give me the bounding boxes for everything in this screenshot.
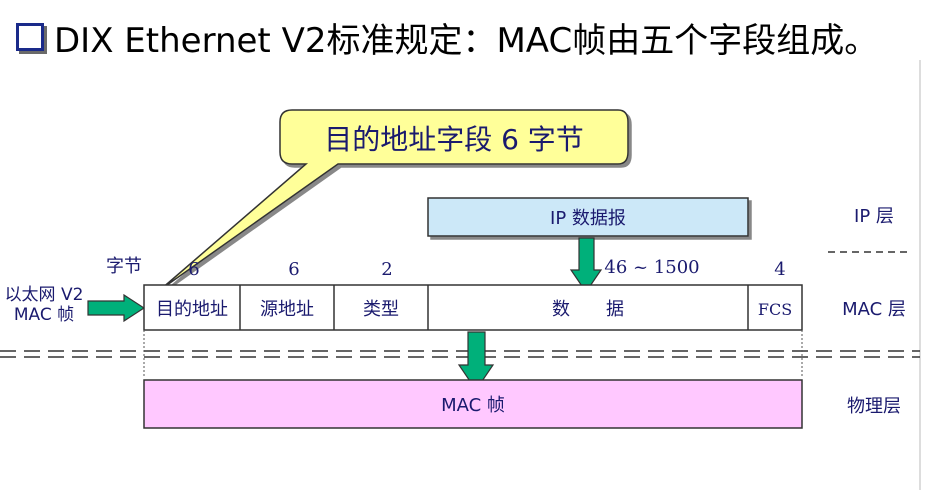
field-bytes-dest: 6 [188,259,199,280]
physical-frame-box [143,379,803,429]
page-title: DIX Ethernet V2标准规定：MAC帧由五个字段组成。 [54,20,879,61]
callout-text: 目的地址字段 6 字节 [324,123,584,156]
field-src-address: 源地址 [260,299,314,320]
physical-frame-label: MAC 帧 [441,395,505,416]
layer-ip-label: IP 层 [854,206,894,227]
field-dest-address: 目的地址 [156,299,228,320]
bytes-label: 字节 [106,256,142,277]
checkbox-bullet-icon [16,23,44,51]
ip-datagram-label: IP 数据报 [550,208,626,229]
frame-label-line2: MAC 帧 [14,305,74,325]
frame-label-line1: 以太网 V2 [5,285,84,305]
field-type: 类型 [363,299,399,320]
field-bytes-data: 46 ~ 1500 [604,257,699,278]
mac-frame: 目的地址 源地址 类型 数 据 FCS [143,284,803,331]
field-bytes-type: 2 [381,259,392,280]
ip-datagram-box [427,197,749,237]
field-data: 数 据 [552,299,624,320]
field-fcs: FCS [758,300,792,319]
arrow-right-icon [87,293,146,323]
callout: 目的地址字段 6 字节 [159,109,629,291]
arrow-down-physical-icon [457,331,495,392]
mac-frame-box [143,284,803,331]
title-row: DIX Ethernet V2标准规定：MAC帧由五个字段组成。 [16,12,878,62]
layer-physical-label: 物理层 [847,396,901,417]
field-bytes-src: 6 [288,259,299,280]
field-bytes-fcs: 4 [774,259,785,280]
arrow-down-icon [569,237,603,294]
callout-bubble [159,109,629,291]
layer-mac-label: MAC 层 [842,299,906,320]
